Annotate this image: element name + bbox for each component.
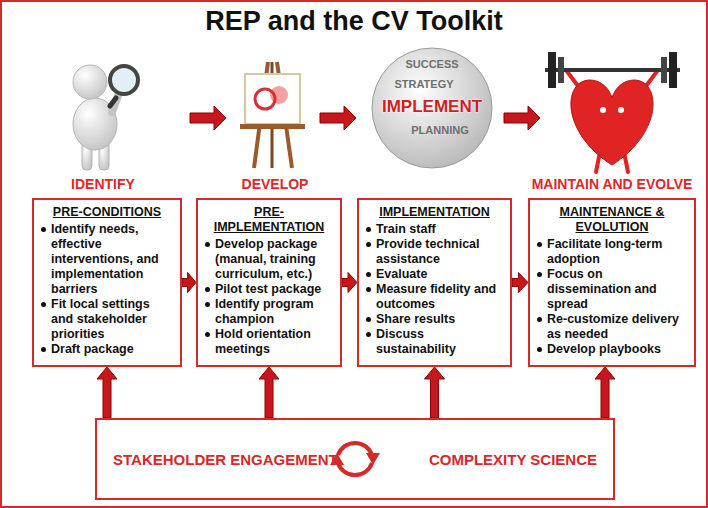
stage-label: IDENTIFY: [71, 176, 135, 192]
bullet-dot: [205, 287, 210, 292]
bullet-item: Discuss sustainability: [365, 327, 504, 357]
word-sphere: [372, 48, 492, 168]
easel-illustration: [240, 62, 305, 168]
stage-box: PRE-CONDITIONS Identify needs, effective …: [32, 198, 182, 367]
bullet-dot: [366, 272, 371, 277]
sphere-word: SUCCESS: [405, 58, 458, 70]
flow-arrow: [259, 367, 279, 418]
flow-arrow: [512, 273, 528, 293]
bullet-item: Pilot test package: [204, 282, 334, 297]
bullet-dot: [366, 227, 371, 232]
bullet-item: Hold orientation meetings: [204, 327, 334, 357]
bullet-item: Identify program champion: [204, 297, 334, 327]
bullet-item: Evaluate: [365, 267, 504, 282]
sphere-word: PLANNING: [411, 124, 468, 136]
bullet-dot: [366, 287, 371, 292]
stage-label: MAINTAIN AND EVOLVE: [532, 176, 693, 192]
bullet-dot: [205, 302, 210, 307]
bullet-item: Re-customize delivery as needed: [536, 312, 688, 342]
bullet-item: Develop package (manual, training curric…: [204, 237, 334, 282]
bullet-dot: [41, 347, 46, 352]
stage-box: MAINTENANCE & EVOLUTIONFacilitate long-t…: [528, 198, 696, 367]
band-text: STAKEHOLDER ENGAGEMENT: [113, 451, 338, 468]
flow-arrow: [342, 273, 357, 293]
label-slot: PLANNING: [411, 124, 468, 136]
bullet-item: Facilitate long-term adoption: [536, 237, 688, 267]
stage-box: IMPLEMENTATION Train staffProvide technic…: [357, 198, 512, 367]
stage-box: PRE-IMPLEMENTATIONDevelop package (manua…: [196, 198, 342, 367]
flow-arrow: [425, 367, 445, 418]
stage-arrow: [320, 106, 356, 130]
box-heading: PRE-CONDITIONS: [40, 205, 174, 220]
bullet-dot: [537, 272, 542, 277]
bullet-item: Train staff: [365, 222, 504, 237]
bullet-dot: [366, 242, 371, 247]
foundation-band: STAKEHOLDER ENGAGEMENT COMPLEXITY SCIENCE: [95, 418, 615, 500]
label-slot: IMPLEMENT: [382, 97, 482, 117]
box-heading: PRE-IMPLEMENTATION: [204, 205, 334, 235]
bullet-item: Focus on dissemination and spread: [536, 267, 688, 312]
band-text: COMPLEXITY SCIENCE: [429, 451, 597, 468]
bullet-item: Measure fidelity and outcomes: [365, 282, 504, 312]
bullet-dot: [366, 317, 371, 322]
bullet-dot: [366, 332, 371, 337]
bullet-item: Draft package: [40, 342, 174, 357]
bullet-dot: [41, 302, 46, 307]
bullet-dot: [205, 332, 210, 337]
bullet-item: Develop playbooks: [536, 342, 688, 357]
bullet-dot: [41, 227, 46, 232]
label-slot: STRATEGY: [394, 78, 453, 90]
label-slot: IDENTIFY: [71, 176, 135, 192]
title-slot: REP and the CV Toolkit: [0, 6, 708, 37]
identify-figure: [73, 65, 138, 170]
flow-arrow: [182, 273, 196, 293]
flow-arrow: [97, 367, 117, 418]
box-heading: MAINTENANCE & EVOLUTION: [536, 205, 688, 235]
bullet-dot: [537, 242, 542, 247]
box-heading: IMPLEMENTATION: [365, 205, 504, 220]
bullet-item: Share results: [365, 312, 504, 327]
flow-arrow: [595, 367, 615, 418]
label-slot: SUCCESS: [405, 58, 458, 70]
stage-label: IMPLEMENT: [382, 97, 482, 117]
stage-arrow: [504, 106, 540, 130]
heart-illustration: [545, 52, 680, 172]
sphere-word: STRATEGY: [394, 78, 453, 90]
bullet-dot: [205, 242, 210, 247]
label-slot: MAINTAIN AND EVOLVE: [532, 176, 693, 192]
bullet-dot: [537, 347, 542, 352]
bullet-dot: [537, 317, 542, 322]
stage-arrow: [190, 106, 226, 130]
bullet-item: Fit local settings and stakeholder prior…: [40, 297, 174, 342]
stage-label: DEVELOP: [242, 176, 309, 192]
bullet-item: Identify needs, effective interventions,…: [40, 222, 174, 297]
diagram-title: REP and the CV Toolkit: [0, 6, 708, 37]
bullet-item: Provide technical assistance: [365, 237, 504, 267]
label-slot: DEVELOP: [242, 176, 309, 192]
